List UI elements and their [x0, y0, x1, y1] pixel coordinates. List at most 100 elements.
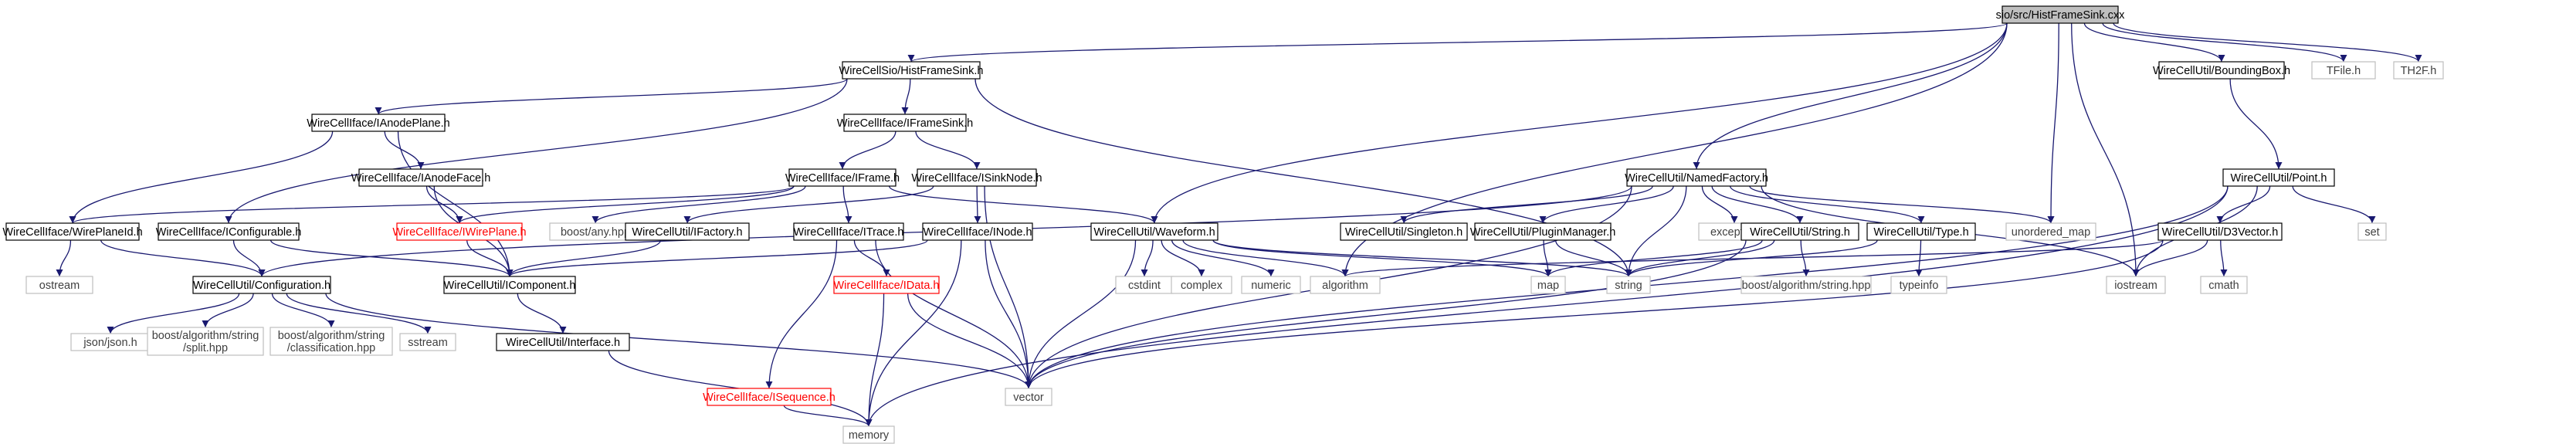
node-label: WireCellUtil/String.h: [1750, 226, 1850, 239]
edge-root-to-iostream: [2071, 22, 2140, 277]
node-set[interactable]: set: [2357, 222, 2387, 241]
edge-icomponent-to-interface: [517, 293, 567, 334]
node-cstdint[interactable]: cstdint: [1115, 276, 1174, 294]
node-box: [358, 168, 483, 187]
node-label: algorithm: [1322, 280, 1368, 292]
node-isinknode[interactable]: WireCellIface/ISinkNode.h: [911, 168, 1042, 187]
node-waveform[interactable]: WireCellUtil/Waveform.h: [1090, 222, 1219, 241]
node-box: [158, 222, 300, 241]
edge-root-to-unordered_map: [2047, 22, 2059, 224]
edge-root-to-tfile: [2102, 22, 2347, 63]
node-th2f[interactable]: TH2F.h: [2393, 61, 2444, 80]
node-boundingbox[interactable]: WireCellUtil/BoundingBox.h: [2153, 61, 2290, 80]
node-inode[interactable]: WireCellIface/INode.h: [922, 222, 1033, 241]
node-map[interactable]: map: [1530, 276, 1566, 294]
node-label: WireCellIface/ISinkNode.h: [911, 172, 1042, 185]
node-root[interactable]: sio/src/HistFrameSink.cxx: [1996, 5, 2126, 24]
node-boostany[interactable]: boost/any.hpp: [549, 222, 642, 241]
node-sstream[interactable]: sstream: [399, 333, 456, 351]
node-boost_split[interactable]: boost/algorithm/string/split.hpp: [147, 327, 264, 356]
node-label: sio/src/HistFrameSink.cxx: [1996, 9, 2126, 22]
node-label: WireCellUtil/Point.h: [2231, 172, 2327, 185]
node-label: map: [1537, 280, 1559, 292]
node-boost_alg_string[interactable]: boost/algorithm/string.hpp: [1740, 276, 1872, 294]
edge-namedfactory-to-string_h: [1711, 185, 1804, 224]
node-iwireplane[interactable]: WireCellIface/IWirePlane.h: [392, 222, 527, 241]
node-box: [2005, 222, 2096, 241]
node-iostream[interactable]: iostream: [2106, 276, 2166, 294]
edge-namedfactory-to-type_h: [1730, 185, 1925, 224]
node-label: ostream: [39, 280, 80, 292]
node-string[interactable]: string: [1606, 276, 1651, 294]
node-histframesink[interactable]: WireCellSio/HistFrameSink.h: [839, 61, 984, 80]
node-iframe[interactable]: WireCellIface/IFrame.h: [785, 168, 900, 187]
node-tfile[interactable]: TFile.h: [2311, 61, 2376, 80]
node-icomponent[interactable]: WireCellUtil/IComponent.h: [443, 276, 576, 294]
edge-itrace-to-isequence: [765, 239, 838, 389]
node-numeric[interactable]: numeric: [1241, 276, 1301, 294]
edge-waveform-to-cstdint: [1141, 239, 1154, 277]
edge-isequence-to-memory: [783, 405, 873, 427]
node-configuration[interactable]: WireCellUtil/Configuration.h: [192, 276, 331, 294]
edge-boundingbox-to-point: [2229, 78, 2283, 170]
edge-string_h-to-boost_alg_string: [1800, 239, 1810, 277]
node-iframesink[interactable]: WireCellIface/IFrameSink.h: [837, 114, 973, 132]
node-label: WireCellSio/HistFrameSink.h: [839, 65, 984, 77]
node-type_h[interactable]: WireCellUtil/Type.h: [1866, 222, 1976, 241]
node-label: WireCellUtil/Interface.h: [506, 337, 620, 349]
node-iconfigurable[interactable]: WireCellIface/IConfigurable.h: [156, 222, 302, 241]
node-unordered_map[interactable]: unordered_map: [2005, 222, 2096, 241]
node-anodeface[interactable]: WireCellIface/IAnodeFace.h: [351, 168, 491, 187]
node-pluginmanager[interactable]: WireCellUtil/PluginManager.h: [1470, 222, 1616, 241]
node-label: boost/algorithm/string/split.hpp: [152, 330, 259, 354]
node-box: [192, 276, 331, 294]
node-label: WireCellIface/IFrameSink.h: [837, 117, 973, 130]
edge-d3vector-to-algorithm: [1341, 239, 2164, 277]
node-label: WireCellUtil/Configuration.h: [193, 280, 330, 292]
edge-string_h-to-map: [1544, 239, 1763, 277]
node-label: string: [1615, 280, 1642, 292]
node-algorithm[interactable]: algorithm: [1310, 276, 1381, 294]
node-isequence[interactable]: WireCellIface/ISequence.h: [703, 388, 836, 406]
node-complex[interactable]: complex: [1171, 276, 1232, 294]
node-ifactory[interactable]: WireCellUtil/IFactory.h: [625, 222, 750, 241]
edge-idata-to-memory: [865, 293, 885, 427]
node-label: vector: [1013, 391, 1044, 404]
node-boost_class[interactable]: boost/algorithm/string/classification.hp…: [269, 327, 393, 356]
node-memory[interactable]: memory: [842, 425, 895, 444]
node-wireplaneid[interactable]: WireCellIface/WirePlaneId.h: [2, 222, 143, 241]
node-label: cmath: [2208, 280, 2239, 292]
node-point[interactable]: WireCellUtil/Point.h: [2222, 168, 2335, 187]
edge-configuration-to-vector: [325, 293, 1032, 389]
edge-iframe-to-iwireplane: [456, 185, 795, 224]
node-box: [1530, 276, 1566, 294]
node-d3vector[interactable]: WireCellUtil/D3Vector.h: [2157, 222, 2283, 241]
node-interface[interactable]: WireCellUtil/Interface.h: [496, 333, 630, 351]
edge-waveform-to-vector: [1025, 239, 1137, 389]
node-label: WireCellUtil/PluginManager.h: [1470, 226, 1616, 239]
node-ostream[interactable]: ostream: [25, 276, 93, 294]
node-box: [1171, 276, 1232, 294]
node-namedfactory[interactable]: WireCellUtil/NamedFactory.h: [1625, 168, 1768, 187]
node-label: WireCellIface/IFrame.h: [785, 172, 900, 185]
edge-iwireplane-to-icomponent: [466, 239, 514, 277]
edge-itrace-to-vector: [875, 239, 1032, 389]
node-typeinfo[interactable]: typeinfo: [1890, 276, 1947, 294]
edge-string_h-to-string: [1625, 239, 1775, 277]
edge-iconfigurable-to-icomponent: [269, 239, 514, 277]
edge-wireplaneid-to-configuration: [100, 239, 266, 277]
node-jsonjson[interactable]: json/json.h: [70, 333, 151, 351]
node-box: [496, 333, 630, 351]
node-vector[interactable]: vector: [1005, 388, 1052, 406]
node-box: [1474, 222, 1612, 241]
node-label: WireCellUtil/BoundingBox.h: [2153, 65, 2290, 77]
node-itrace[interactable]: WireCellIface/ITrace.h: [793, 222, 904, 241]
node-idata[interactable]: WireCellIface/IData.h: [833, 276, 940, 294]
node-singleton[interactable]: WireCellUtil/Singleton.h: [1340, 222, 1468, 241]
node-cmath[interactable]: cmath: [2200, 276, 2248, 294]
node-anodeplane[interactable]: WireCellIface/IAnodePlane.h: [307, 114, 450, 132]
edge-point-to-set: [2292, 185, 2376, 224]
node-box: [842, 61, 981, 80]
edge-anodeplane-to-wireplaneid: [69, 130, 334, 224]
node-string_h[interactable]: WireCellUtil/String.h: [1740, 222, 1859, 241]
